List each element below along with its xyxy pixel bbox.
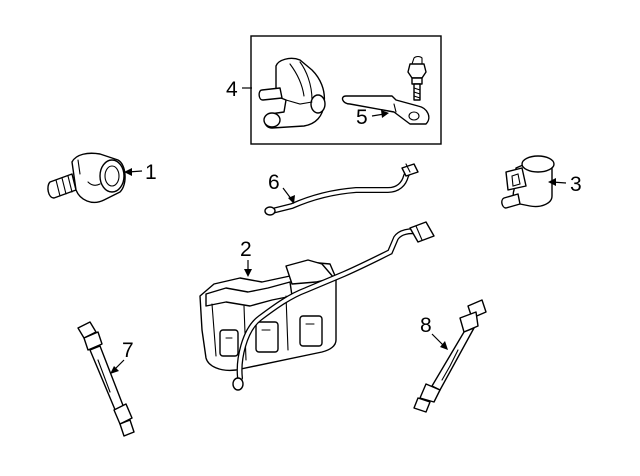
- callout-4-label: 4: [226, 78, 238, 101]
- part-5-bolt[interactable]: [407, 55, 427, 101]
- group-box: [250, 35, 442, 145]
- callout-7: 7: [110, 339, 134, 374]
- part-7-oxygen-sensor[interactable]: [77, 321, 135, 437]
- part-2-canister[interactable]: [199, 221, 435, 391]
- part-8-oxygen-sensor[interactable]: [413, 299, 487, 413]
- callout-5: 5: [356, 106, 389, 129]
- callout-7-label: 7: [122, 339, 134, 362]
- part-3-solenoid[interactable]: [501, 155, 555, 209]
- part-6-hose[interactable]: [264, 163, 419, 216]
- callout-8-label: 8: [420, 314, 432, 337]
- callout-3-label: 3: [570, 173, 582, 196]
- callout-4: 4: [226, 78, 252, 101]
- callout-2: 2: [240, 238, 252, 277]
- part-5-bracket[interactable]: [341, 95, 430, 125]
- callout-2-label: 2: [240, 238, 252, 261]
- callout-6-label: 6: [268, 171, 280, 194]
- callout-1: 1: [124, 161, 157, 184]
- callout-5-label: 5: [356, 106, 368, 129]
- part-4-purge-valve[interactable]: [258, 57, 326, 129]
- callout-6: 6: [268, 171, 295, 204]
- callout-1-label: 1: [145, 161, 157, 184]
- callout-3: 3: [548, 173, 582, 196]
- part-1-connector[interactable]: [47, 152, 126, 204]
- callout-8: 8: [420, 314, 448, 350]
